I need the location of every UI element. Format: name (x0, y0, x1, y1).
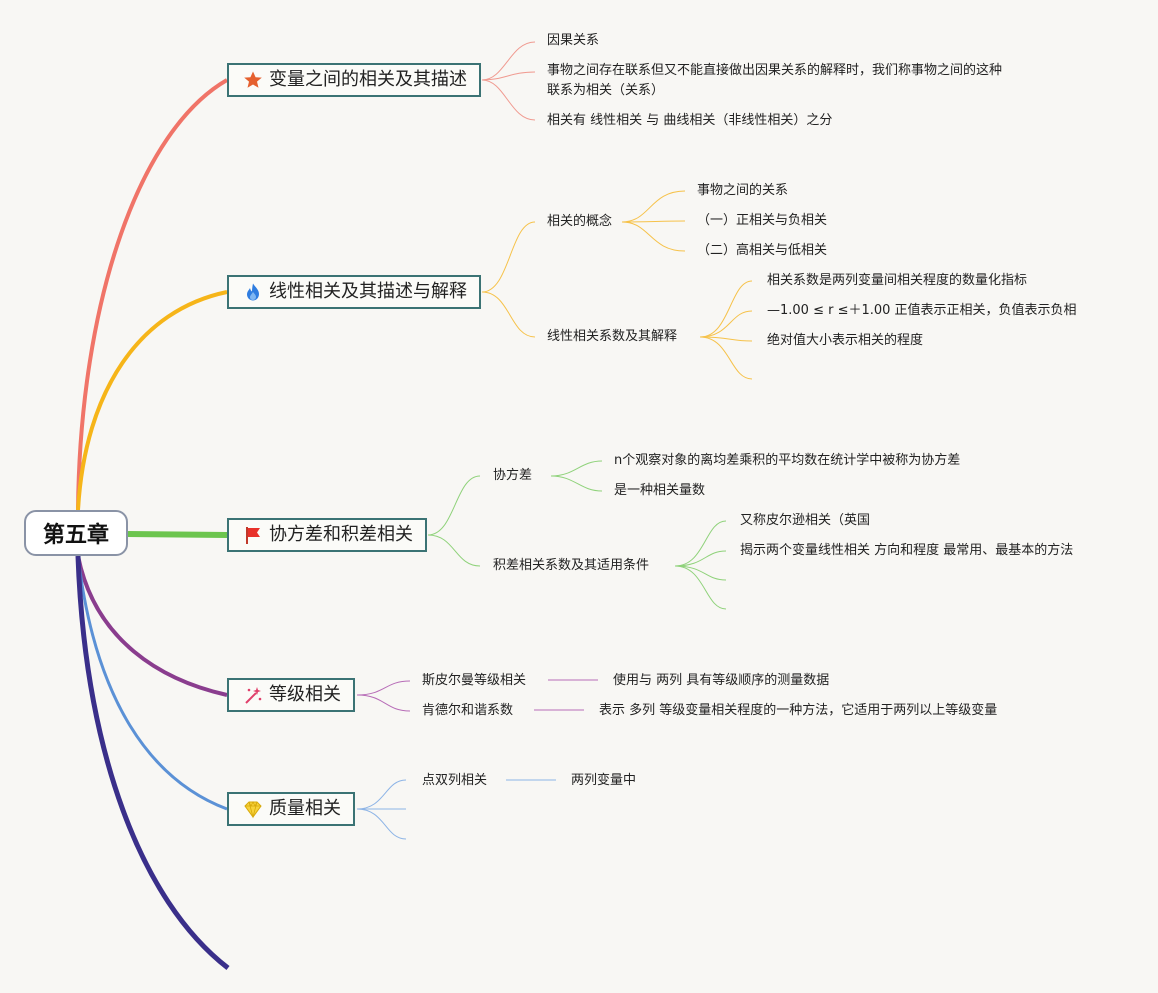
gem-icon (243, 799, 263, 819)
topic-covariance[interactable]: 协方差和积差相关 (227, 518, 427, 552)
branch-line-1 (76, 78, 228, 511)
subtopic-covariance[interactable]: 协方差 (493, 468, 533, 483)
subtopic-point-biserial[interactable]: 点双列相关 (422, 773, 488, 788)
subtopic-product-moment[interactable]: 积差相关系数及其适用条件 (493, 558, 650, 573)
node-pearson[interactable]: 又称皮尔逊相关（英国 (740, 513, 871, 528)
node-correlation-definition[interactable]: 事物之间存在联系但又不能直接做出因果关系的解释时，我们称事物之间的这种 (547, 63, 1003, 78)
node-coefficient-magnitude[interactable]: 绝对值大小表示相关的程度 (767, 333, 924, 348)
sparkle-icon (243, 685, 263, 705)
node-causality[interactable]: 因果关系 (547, 33, 600, 48)
branch-line-2 (76, 290, 228, 511)
topic-title: 等级相关 (269, 684, 341, 705)
root-topic[interactable]: 第五章 (24, 510, 128, 556)
node-covariance-definition[interactable]: n个观察对象的离均差乘积的平均数在统计学中被称为协方差 (614, 453, 961, 468)
branch-line-6 (75, 555, 230, 970)
node-high-low[interactable]: （二）高相关与低相关 (697, 243, 828, 258)
topic-title: 变量之间的相关及其描述 (269, 69, 467, 90)
topic-rank-correlation[interactable]: 等级相关 (227, 678, 355, 712)
node-positive-negative[interactable]: （一）正相关与负相关 (697, 213, 828, 228)
node-spearman-usage[interactable]: 使用与 两列 具有等级顺序的测量数据 (613, 673, 830, 688)
node-covariance-measure[interactable]: 是一种相关量数 (614, 483, 706, 498)
subtopic-linear-coefficient[interactable]: 线性相关系数及其解释 (547, 329, 678, 344)
node-pearson-purpose[interactable]: 揭示两个变量线性相关 方向和程度 最常用、最基本的方法 (740, 543, 1074, 558)
star-icon (243, 70, 263, 90)
topic-title: 质量相关 (269, 798, 341, 819)
topic-quality-correlation[interactable]: 质量相关 (227, 792, 355, 826)
topic-variable-correlation[interactable]: 变量之间的相关及其描述 (227, 63, 481, 97)
branch-line-3 (127, 531, 228, 538)
node-point-biserial-detail[interactable]: 两列变量中 (571, 773, 637, 788)
branch-line-4 (76, 555, 228, 697)
branch-line-5 (76, 555, 228, 811)
node-kendall-usage[interactable]: 表示 多列 等级变量相关程度的一种方法，它适用于两列以上等级变量 (599, 703, 998, 718)
subtopic-spearman[interactable]: 斯皮尔曼等级相关 (422, 673, 527, 688)
flame-icon (243, 282, 263, 302)
flag-icon (243, 525, 263, 545)
node-coefficient-definition[interactable]: 相关系数是两列变量间相关程度的数量化指标 (767, 273, 1028, 288)
topic-linear-correlation[interactable]: 线性相关及其描述与解释 (227, 275, 481, 309)
topic-title: 协方差和积差相关 (269, 524, 413, 545)
node-relation-between-things[interactable]: 事物之间的关系 (697, 183, 789, 198)
node-correlation-types[interactable]: 相关有 线性相关 与 曲线相关（非线性相关）之分 (547, 113, 833, 128)
subtopic-correlation-concept[interactable]: 相关的概念 (547, 214, 613, 229)
topic-title: 线性相关及其描述与解释 (269, 281, 467, 302)
node-coefficient-range[interactable]: —1.00 ≤ r ≤＋1.00 正值表示正相关，负值表示负相 (767, 303, 1077, 318)
node-correlation-definition-cont[interactable]: 联系为相关（关系） (547, 83, 665, 98)
subtopic-kendall[interactable]: 肯德尔和谐系数 (422, 703, 514, 718)
